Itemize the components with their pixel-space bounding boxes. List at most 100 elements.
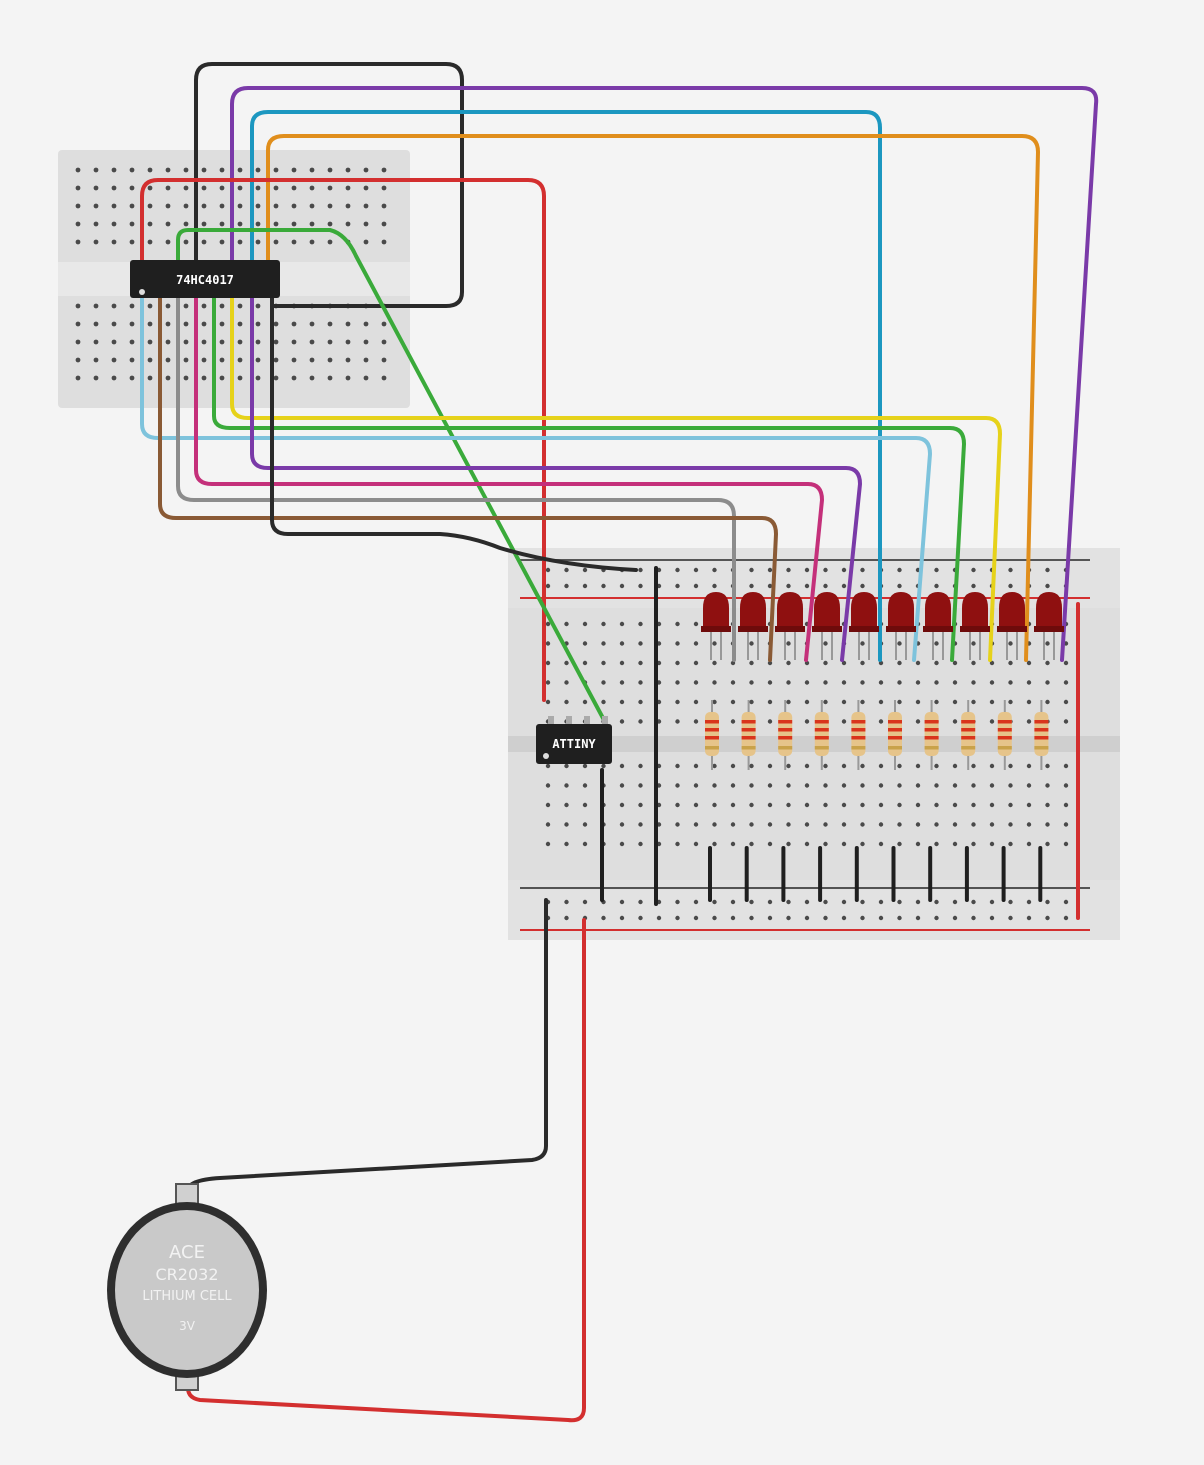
- counter-ic[interactable]: 74HC4017: [130, 260, 280, 298]
- hole: [237, 357, 243, 363]
- hole: [545, 822, 551, 827]
- resistor[interactable]: [924, 700, 939, 770]
- attiny-mcu[interactable]: ATTINY: [536, 716, 612, 764]
- hole: [582, 899, 588, 905]
- coin-cell-battery[interactable]: ACE CR2032 LITHIUM CELL 3V: [107, 1183, 267, 1391]
- hole: [545, 660, 551, 666]
- hole: [201, 321, 207, 327]
- hole: [730, 822, 736, 827]
- resistor[interactable]: [961, 700, 976, 770]
- led[interactable]: [849, 592, 879, 660]
- hole: [237, 203, 243, 209]
- hole: [75, 239, 81, 245]
- hole: [934, 763, 939, 769]
- hole: [786, 660, 791, 666]
- hole: [712, 763, 717, 769]
- hole: [1026, 763, 1032, 769]
- hole: [841, 680, 847, 685]
- hole: [1045, 660, 1050, 666]
- hole: [165, 321, 171, 327]
- hole: [183, 167, 189, 173]
- hole: [693, 567, 699, 573]
- led[interactable]: [997, 592, 1027, 660]
- hole: [93, 167, 99, 173]
- hole: [201, 221, 207, 227]
- hole: [730, 763, 736, 769]
- hole: [767, 583, 773, 589]
- hole: [841, 841, 847, 847]
- resistor[interactable]: [997, 700, 1012, 770]
- led[interactable]: [812, 592, 842, 660]
- resistor[interactable]: [741, 700, 756, 770]
- hole: [273, 203, 279, 209]
- hole: [381, 239, 387, 245]
- hole: [75, 203, 81, 209]
- hole: [897, 583, 902, 589]
- hole: [897, 699, 902, 705]
- hole: [1063, 915, 1069, 921]
- led[interactable]: [960, 592, 990, 660]
- hole: [804, 567, 810, 573]
- resistor[interactable]: [705, 700, 719, 770]
- led[interactable]: [886, 592, 916, 660]
- hole: [147, 221, 153, 227]
- hole: [291, 339, 297, 345]
- hole: [841, 567, 847, 573]
- hole: [219, 375, 225, 381]
- hole: [147, 239, 153, 245]
- hole: [255, 321, 261, 327]
- resistor[interactable]: [1034, 700, 1049, 770]
- hole: [1008, 660, 1013, 666]
- hole: [165, 239, 171, 245]
- led[interactable]: [701, 592, 731, 660]
- hole: [1026, 915, 1032, 921]
- hole: [1063, 822, 1069, 827]
- hole: [897, 763, 902, 769]
- hole: [952, 841, 958, 847]
- hole: [712, 567, 717, 573]
- hole: [638, 841, 643, 847]
- hole: [823, 822, 828, 827]
- hole: [786, 899, 791, 905]
- hole: [934, 699, 939, 705]
- hole: [693, 802, 699, 808]
- hole: [804, 822, 810, 827]
- hole: [638, 567, 643, 573]
- hole: [786, 822, 791, 827]
- hole: [237, 167, 243, 173]
- hole: [601, 660, 606, 666]
- resistor[interactable]: [851, 700, 866, 770]
- hole: [1045, 783, 1050, 788]
- led[interactable]: [1034, 592, 1064, 660]
- hole: [273, 167, 279, 173]
- hole: [971, 641, 976, 646]
- hole: [971, 567, 976, 573]
- hole: [237, 303, 243, 309]
- hole: [165, 203, 171, 209]
- hole: [767, 567, 773, 573]
- led[interactable]: [738, 592, 768, 660]
- resistor[interactable]: [888, 700, 902, 770]
- hole: [712, 680, 717, 685]
- hole: [712, 841, 717, 847]
- resistor[interactable]: [778, 700, 793, 770]
- hole: [823, 763, 828, 769]
- resistor[interactable]: [814, 700, 829, 770]
- hole: [582, 841, 588, 847]
- hole: [1063, 841, 1069, 847]
- led[interactable]: [923, 592, 953, 660]
- hole: [619, 899, 625, 905]
- hole: [309, 321, 315, 327]
- hole: [786, 763, 791, 769]
- hole: [129, 375, 135, 381]
- led[interactable]: [775, 592, 805, 660]
- hole: [381, 321, 387, 327]
- hole: [786, 841, 791, 847]
- hole: [309, 203, 315, 209]
- hole: [619, 583, 625, 589]
- hole: [841, 915, 847, 921]
- hole: [291, 167, 297, 173]
- hole: [237, 239, 243, 245]
- hole: [147, 303, 153, 309]
